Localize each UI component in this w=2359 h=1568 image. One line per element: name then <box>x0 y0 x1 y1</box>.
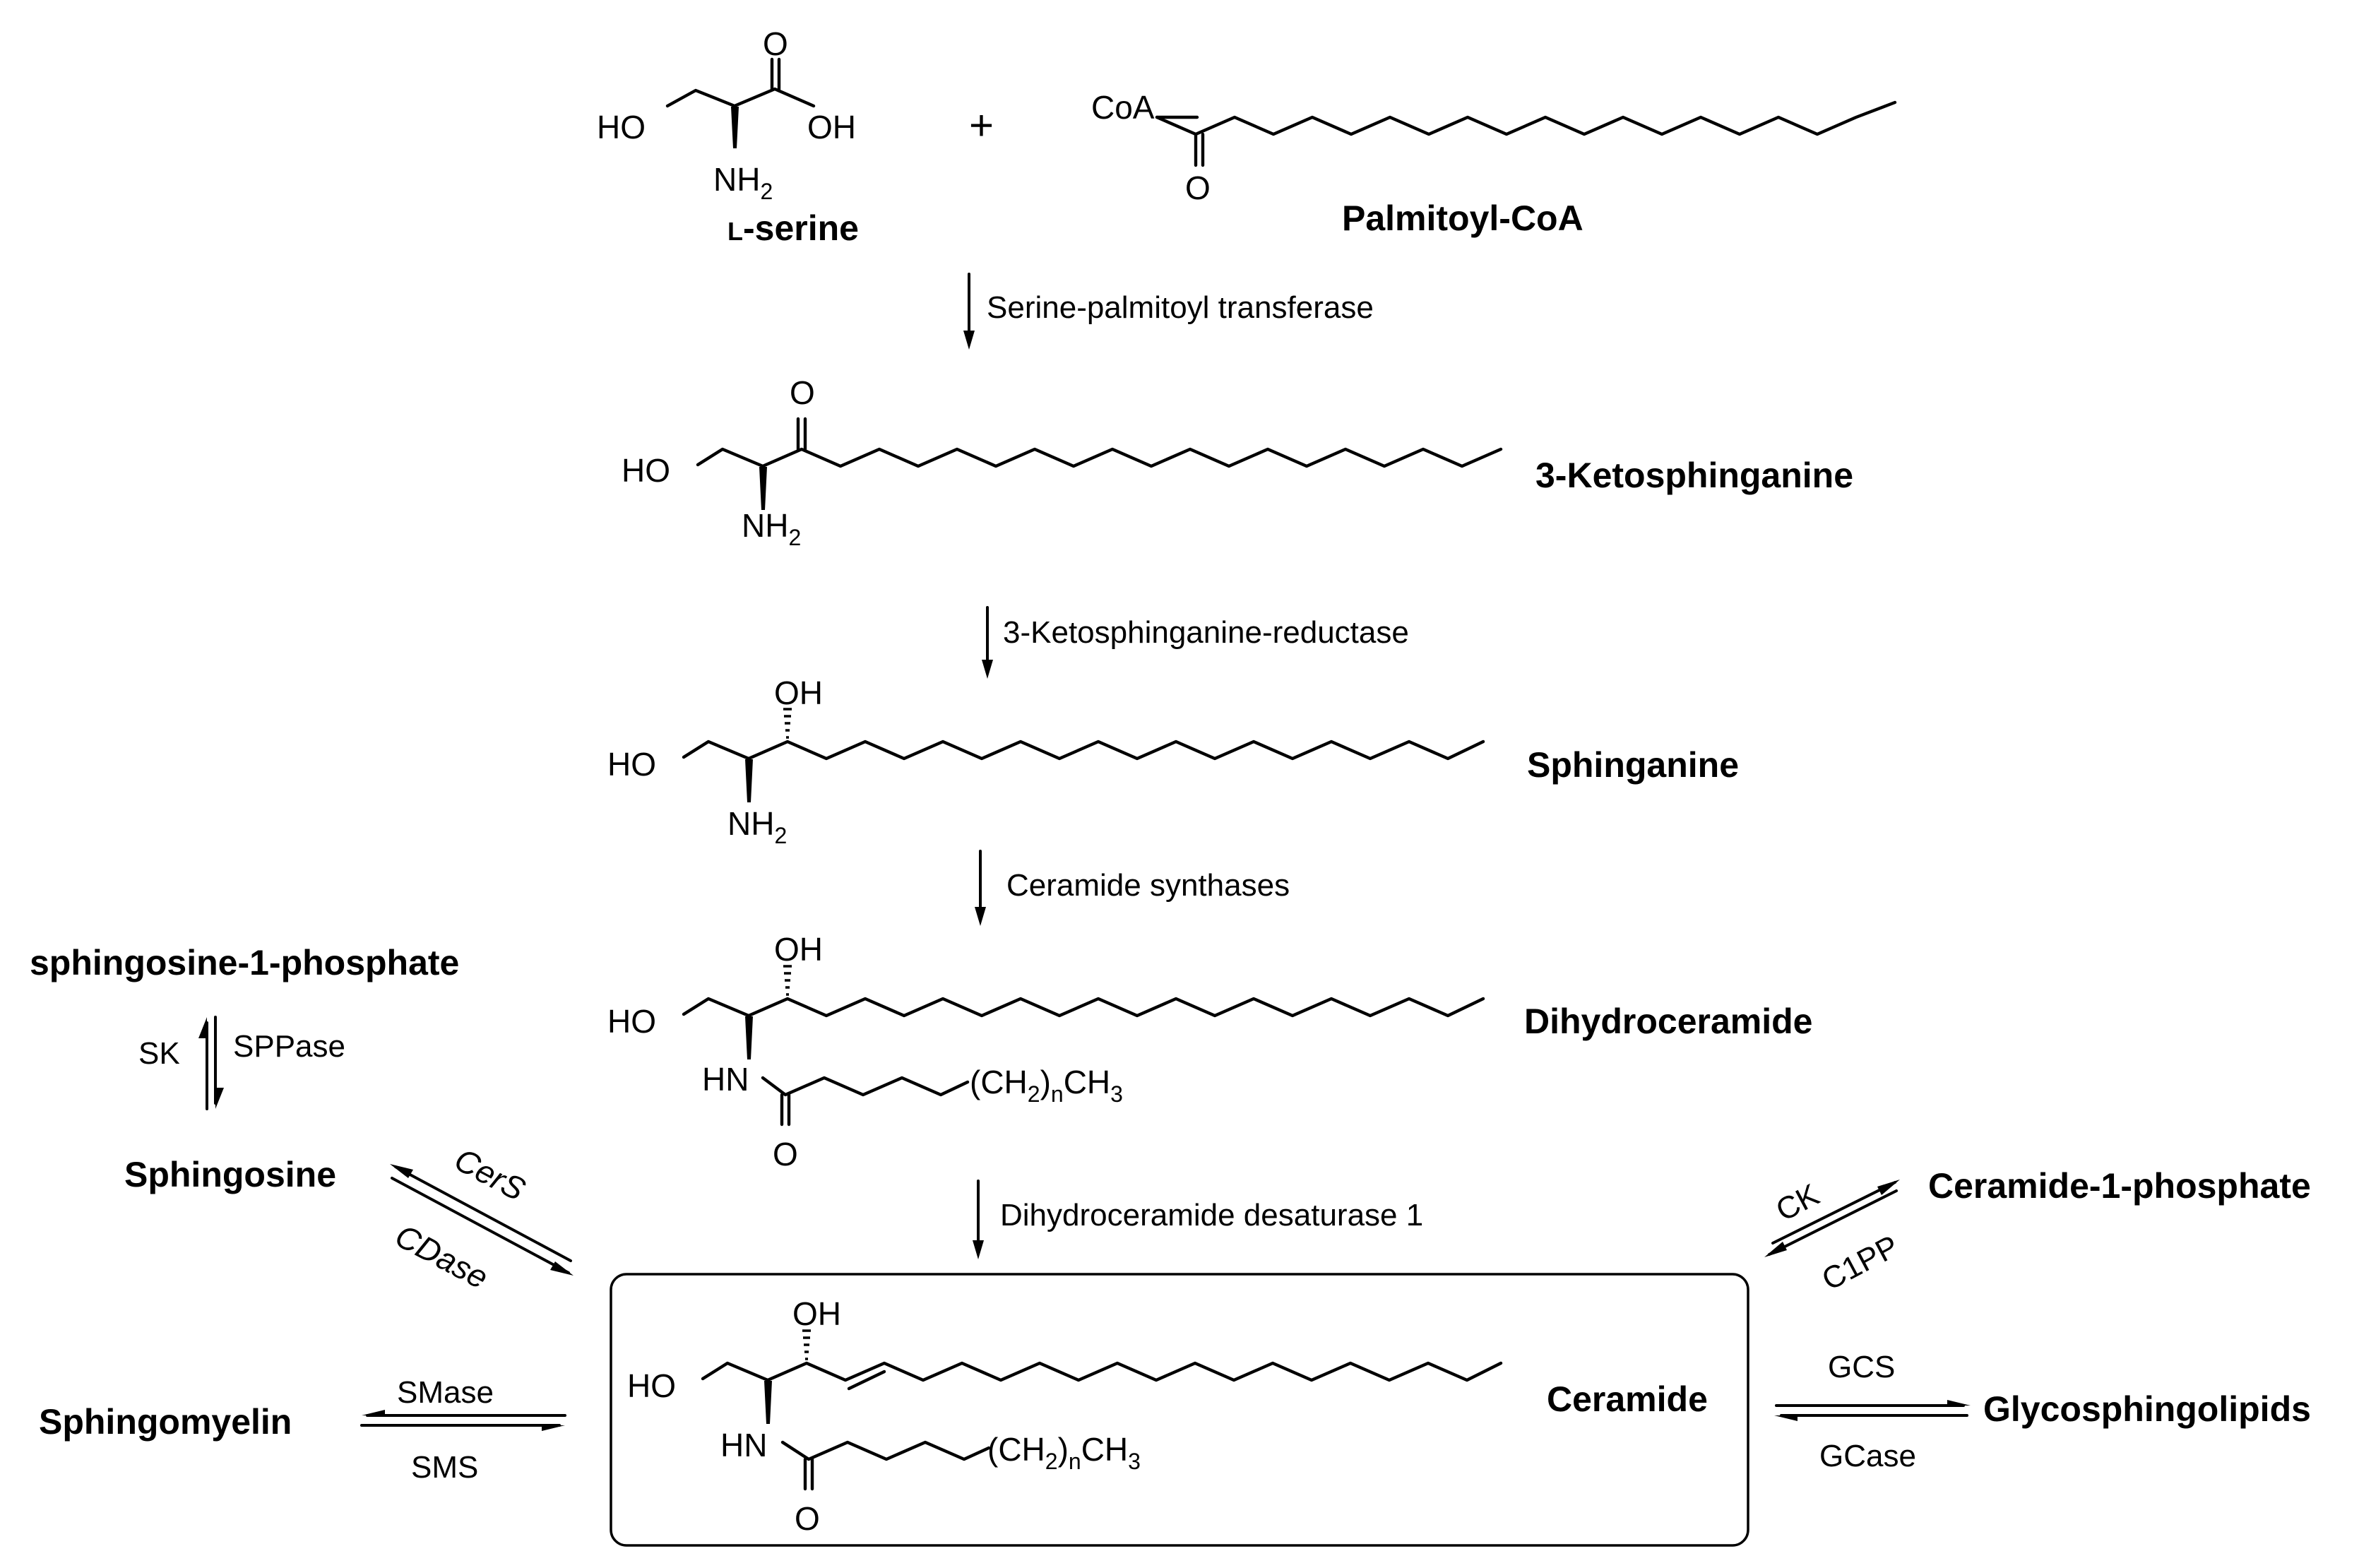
l-serine-structure: HO OH O NH2 <box>597 25 856 204</box>
ceramide-oh-label: OH <box>792 1295 841 1332</box>
dihydro-hn-label: HN <box>702 1061 749 1098</box>
enzyme-sms: SMS <box>411 1450 478 1485</box>
ceramide-glyco-arrows <box>1774 1400 1971 1421</box>
l-serine-name: L-serine <box>727 208 859 248</box>
dihydro-chain-label: (CH2)nCH3 <box>970 1064 1123 1107</box>
palmitoyl-o-label: O <box>1185 170 1211 206</box>
dihydro-oh-label: OH <box>774 931 823 968</box>
palmitoyl-coa-structure: CoA O <box>1091 89 1897 206</box>
arrowhead-ceramide-synthases <box>975 907 986 926</box>
sphingomyelin-ceramide-arrows <box>360 1410 566 1431</box>
sphingomyelin-name: Sphingomyelin <box>39 1402 292 1442</box>
ceramide-name: Ceramide <box>1547 1379 1708 1419</box>
plus-sign: + <box>969 102 994 149</box>
dihydro-o-label: O <box>773 1136 798 1172</box>
sphingosine-name: Sphingosine <box>124 1155 336 1194</box>
ceramide-c1p-arrows <box>1764 1180 1900 1257</box>
sphinganine-name: Sphinganine <box>1527 745 1739 785</box>
sphingosine-ceramide-arrows <box>390 1164 574 1276</box>
palmitoyl-coa-name: Palmitoyl-CoA <box>1342 198 1583 238</box>
enzyme-sk: SK <box>138 1036 180 1071</box>
glycosphingolipids-name: Glycosphingolipids <box>1983 1389 2311 1429</box>
serine-ho-label: HO <box>597 109 646 145</box>
palmitoyl-coa-label: CoA <box>1091 89 1155 126</box>
sphinganine-oh-label: OH <box>774 675 823 711</box>
dihydroceramide-structure: HO OH HN O (CH2)nCH3 <box>607 931 1485 1172</box>
sphinganine-nh2-label: NH2 <box>727 805 787 848</box>
s1p-equilibrium-arrows <box>198 1016 224 1110</box>
sphinganine-structure: HO OH NH2 <box>607 675 1485 848</box>
sphinganine-ho-label: HO <box>607 746 656 783</box>
keto-ho-label: HO <box>622 452 670 489</box>
serine-o-label: O <box>763 25 788 62</box>
dihydroceramide-name: Dihydroceramide <box>1524 1002 1812 1041</box>
ketosphinganine-name: 3-Ketosphinganine <box>1535 456 1853 495</box>
enzyme-dihydroceramide-desaturase-1: Dihydroceramide desaturase 1 <box>1000 1198 1423 1233</box>
sphingosine-1-phosphate-name: sphingosine-1-phosphate <box>30 943 459 982</box>
enzyme-sppase: SPPase <box>233 1029 345 1064</box>
keto-o-label: O <box>790 374 815 411</box>
serine-nh2-label: NH2 <box>713 161 773 204</box>
ketosphinganine-structure: HO O NH2 <box>622 374 1503 550</box>
enzyme-smase: SMase <box>397 1375 494 1410</box>
dihydro-ho-label: HO <box>607 1003 656 1040</box>
ceramide-ho-label: HO <box>627 1367 676 1404</box>
enzyme-serine-palmitoyl-transferase: Serine-palmitoyl transferase <box>987 290 1374 325</box>
arrowhead-spt <box>963 331 975 350</box>
enzyme-gcase: GCase <box>1819 1439 1916 1473</box>
ceramide-highlight-box <box>610 1273 1749 1547</box>
ceramide-structure: HO OH HN O (CH2)nCH3 <box>627 1295 1503 1537</box>
serine-oh-label: OH <box>807 109 856 145</box>
enzyme-cdase: CDase <box>389 1217 494 1296</box>
arrowhead-des1 <box>973 1240 984 1259</box>
enzyme-cers: CerS <box>448 1141 531 1208</box>
ceramide-1-phosphate-name: Ceramide-1-phosphate <box>1928 1166 2311 1206</box>
ceramide-chain-label: (CH2)nCH3 <box>987 1431 1141 1474</box>
enzyme-c1pp: C1PP <box>1817 1229 1905 1297</box>
ceramide-hn-label: HN <box>720 1427 767 1463</box>
enzyme-ceramide-synthases: Ceramide synthases <box>1006 868 1290 903</box>
ceramide-o-label: O <box>795 1500 820 1537</box>
enzyme-ketosphinganine-reductase: 3-Ketosphinganine-reductase <box>1003 615 1409 650</box>
keto-nh2-label: NH2 <box>742 507 801 550</box>
arrowhead-ksr <box>982 660 993 679</box>
enzyme-gcs: GCS <box>1828 1350 1895 1384</box>
